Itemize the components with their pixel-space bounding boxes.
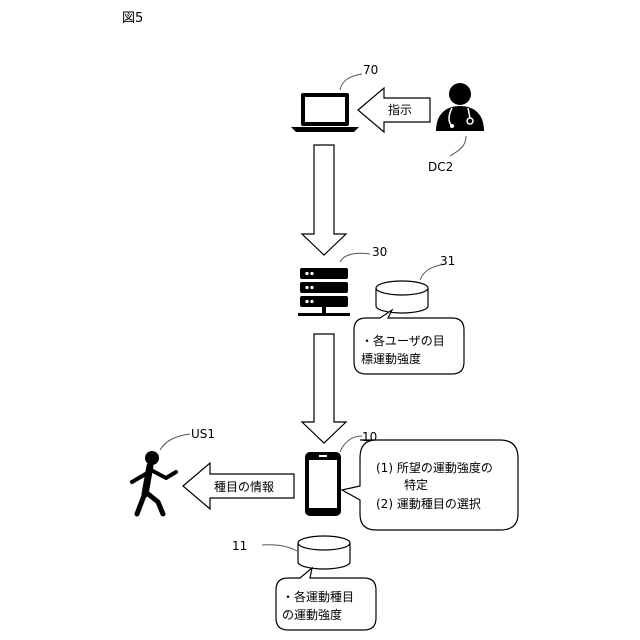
server-icon: [298, 268, 350, 316]
ref-70-label: 70: [363, 63, 378, 77]
phone-process-bubble: [342, 440, 518, 530]
doctor-icon: [436, 83, 484, 131]
down-arrow-server-to-phone: [302, 334, 346, 443]
database-11-icon: [298, 536, 350, 569]
phone-db-bubble-line2: の運動強度: [282, 607, 342, 622]
ref-30-label: 30: [372, 245, 387, 259]
walking-person-icon: [132, 451, 176, 514]
figure-label: 図5: [122, 11, 143, 26]
phone-db-bubble-line1: ・各運動種目: [282, 589, 354, 604]
down-arrow-laptop-to-server: [302, 145, 346, 255]
event-info-arrow-label: 種目の情報: [214, 480, 274, 494]
phone-bubble-line1: (1) 所望の運動強度の: [376, 460, 493, 475]
ref-us1-label: US1: [191, 427, 215, 441]
smartphone-icon: [305, 452, 341, 516]
instruction-arrow-label: 指示: [388, 102, 412, 117]
database-31-icon: [376, 281, 428, 313]
server-db-bubble-line1: ・各ユーザの目: [361, 333, 445, 348]
ref-11-label: 11: [232, 539, 247, 553]
phone-bubble-line2: 特定: [404, 477, 428, 492]
laptop-icon: [291, 93, 359, 132]
server-db-bubble-line2: 標運動強度: [361, 351, 421, 366]
ref-31-label: 31: [440, 254, 455, 268]
phone-bubble-line3: (2) 運動種目の選択: [376, 497, 481, 511]
ref-dc2-label: DC2: [428, 160, 453, 174]
